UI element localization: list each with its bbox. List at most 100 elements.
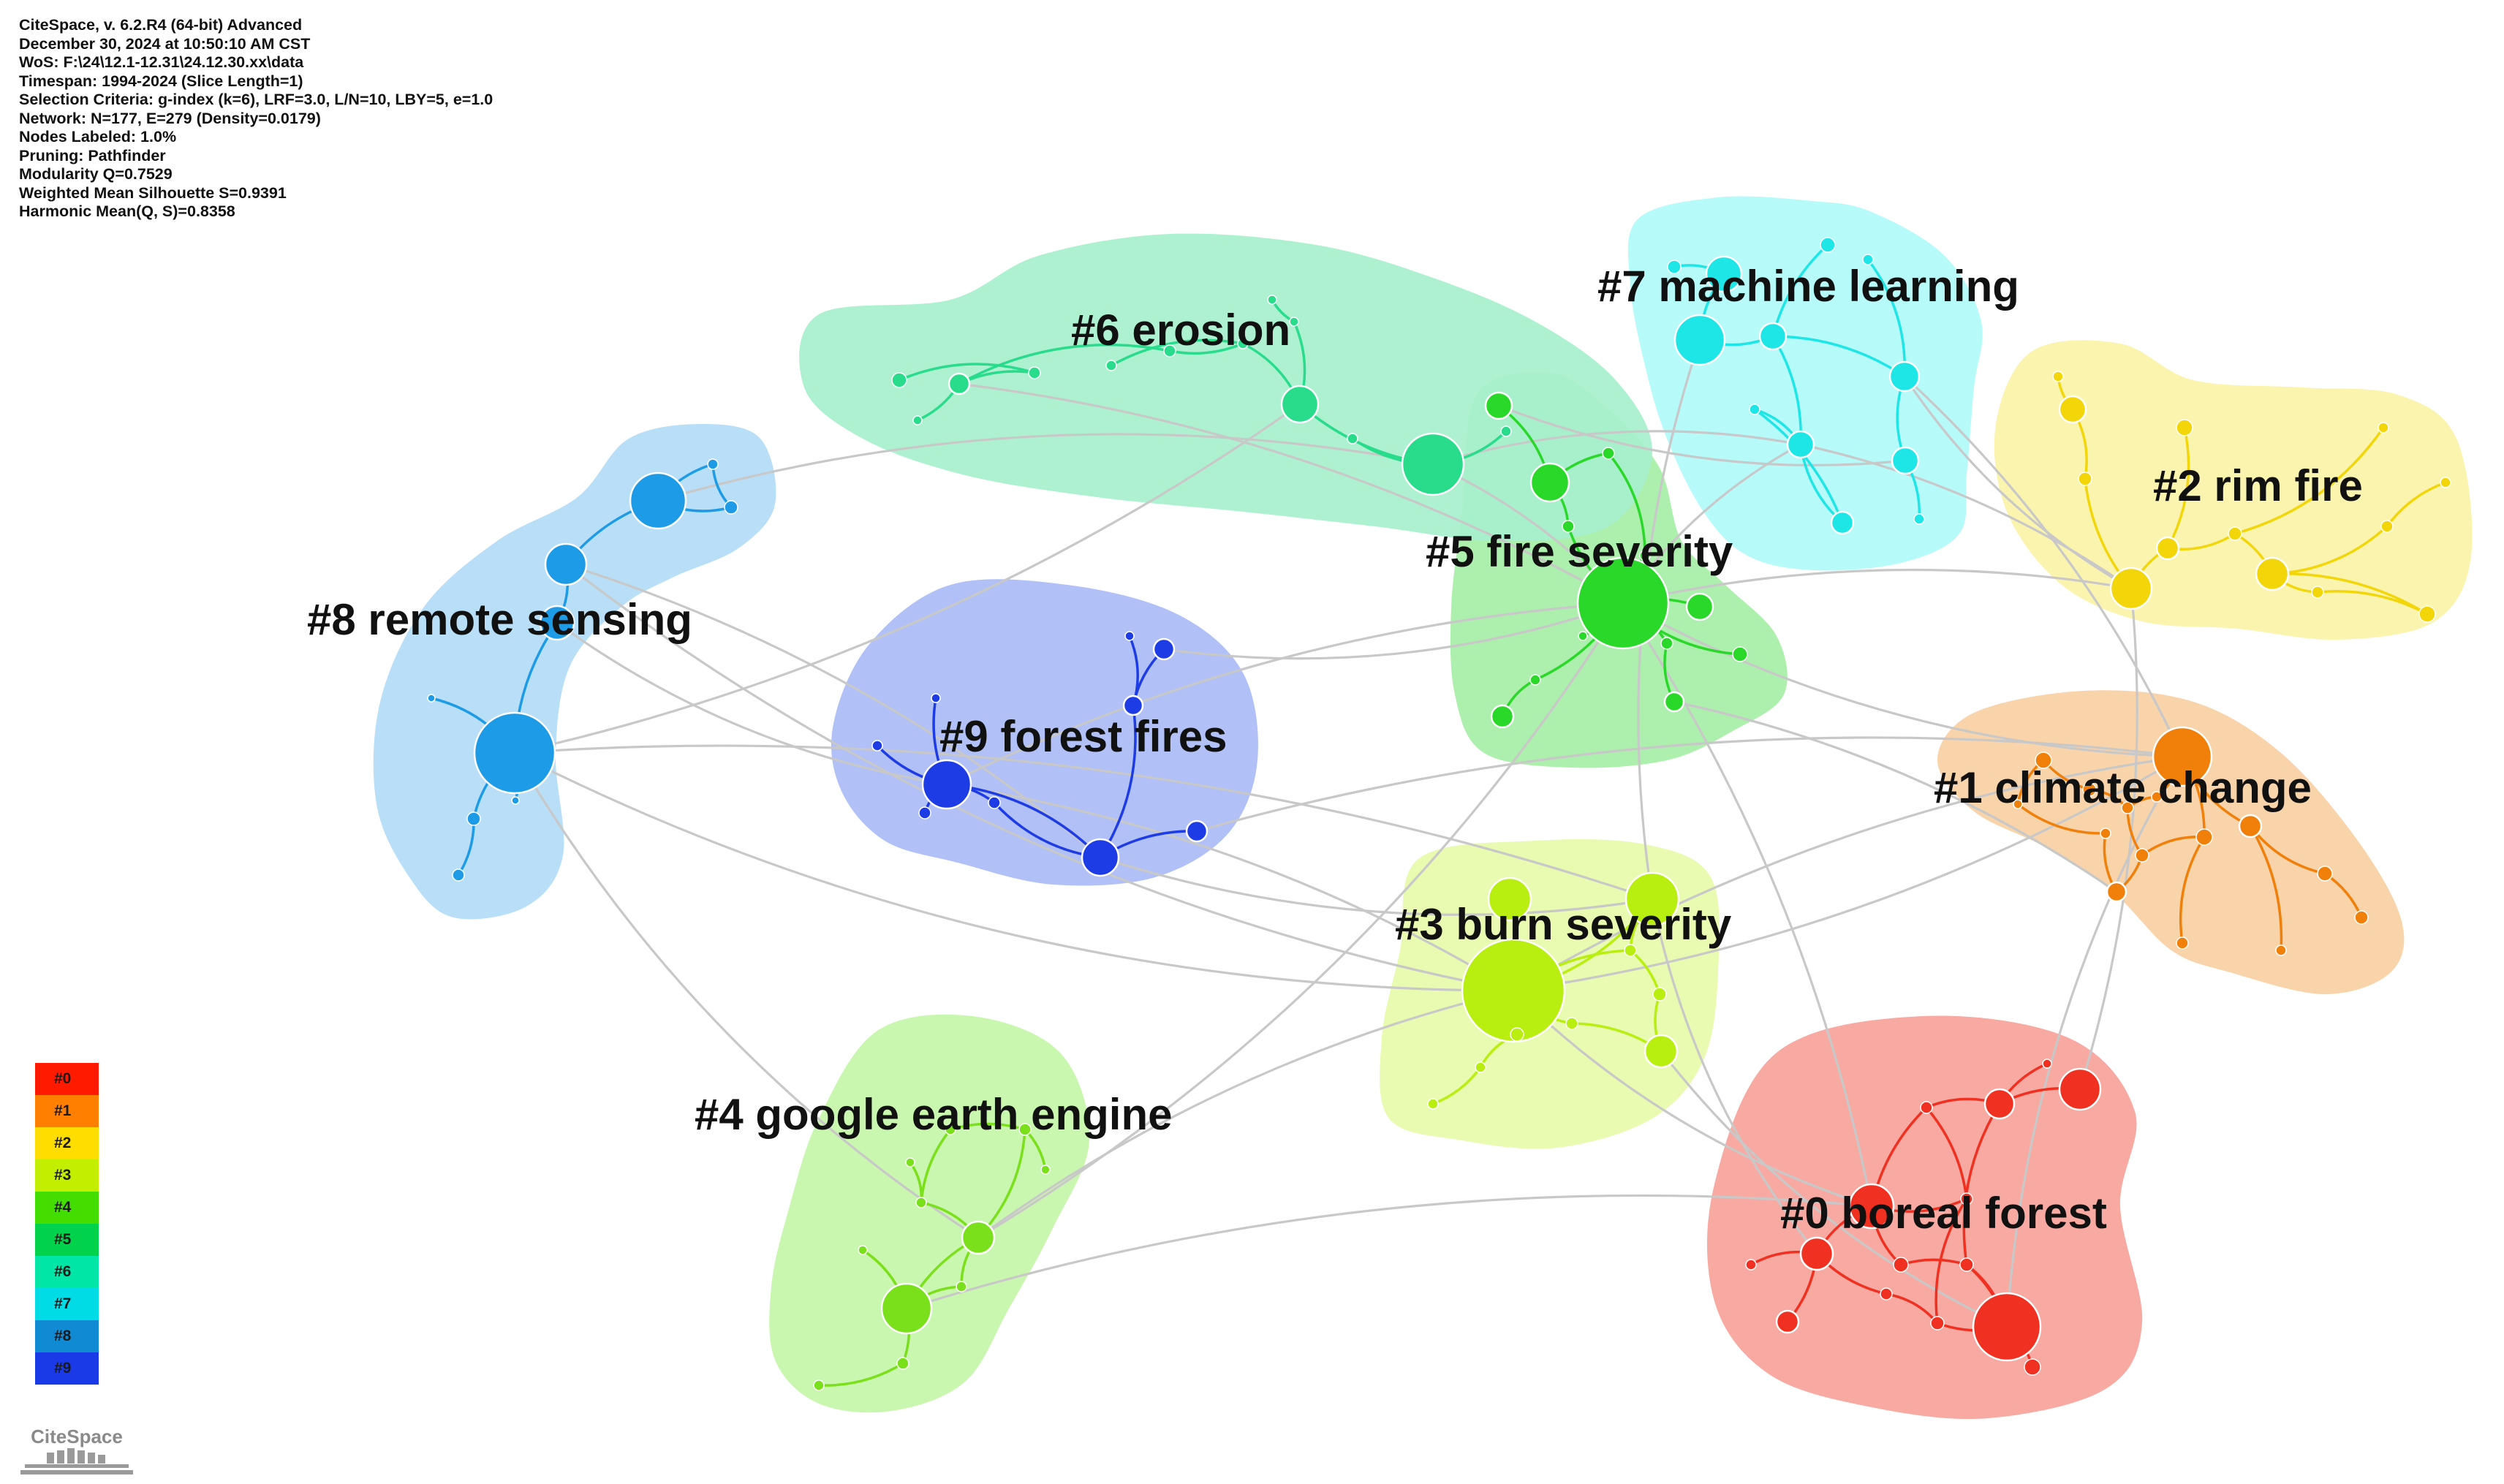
node-machine-learning[interactable] [1888,360,1921,393]
node-google-earth-engine[interactable] [1040,1165,1051,1175]
node-rim-fire[interactable] [2418,605,2436,623]
node-boreal-forest[interactable] [1972,1292,2042,1362]
node-forest-fires[interactable] [1122,694,1144,716]
node-fire-severity[interactable] [1529,674,1541,686]
node-boreal-forest[interactable] [1745,1259,1757,1271]
node-boreal-forest[interactable] [1959,1257,1974,1272]
cluster-label-fire-severity[interactable]: #5 fire severity [1426,527,1733,576]
node-climate-change[interactable] [2100,828,2111,839]
cluster-label-burn-severity[interactable]: #3 burn severity [1395,900,1732,949]
node-erosion[interactable] [891,372,907,388]
node-google-earth-engine[interactable] [1018,1123,1032,1136]
node-rim-fire[interactable] [2109,567,2153,610]
node-erosion[interactable] [1028,366,1041,379]
node-rim-fire[interactable] [2255,556,2290,591]
node-machine-learning[interactable] [1820,237,1836,253]
node-rim-fire[interactable] [2440,477,2451,488]
node-google-earth-engine[interactable] [956,1281,967,1292]
node-fire-severity[interactable] [1562,520,1575,533]
node-climate-change[interactable] [2121,801,2134,814]
cluster-label-forest-fires[interactable]: #9 forest fires [939,712,1228,761]
node-forest-fires[interactable] [871,740,883,752]
node-climate-change[interactable] [2238,814,2263,838]
node-machine-learning[interactable] [1758,322,1788,351]
node-machine-learning[interactable] [1830,510,1855,535]
node-burn-severity[interactable] [1644,1034,1679,1069]
node-fire-severity[interactable] [1685,592,1714,621]
node-remote-sensing[interactable] [629,472,687,530]
node-machine-learning[interactable] [1749,404,1760,415]
node-climate-change[interactable] [2106,881,2127,903]
cluster-label-google-earth-engine[interactable]: #4 google earth engine [695,1090,1172,1139]
node-forest-fires[interactable] [921,759,972,810]
node-fire-severity[interactable] [1578,631,1588,641]
node-burn-severity[interactable] [1427,1098,1439,1110]
node-boreal-forest[interactable] [1775,1309,1800,1334]
node-boreal-forest[interactable] [1960,1192,1973,1205]
node-rim-fire[interactable] [2228,526,2242,541]
node-remote-sensing[interactable] [539,605,575,641]
node-erosion[interactable] [1267,295,1277,305]
node-remote-sensing[interactable] [724,500,738,515]
node-forest-fires[interactable] [931,693,941,703]
node-fire-severity[interactable] [1660,637,1673,650]
node-google-earth-engine[interactable] [858,1245,868,1255]
node-climate-change[interactable] [2151,791,2163,803]
node-climate-change[interactable] [2354,910,2369,925]
node-erosion[interactable] [1347,433,1358,444]
node-erosion[interactable] [1500,425,1512,437]
node-fire-severity[interactable] [1529,462,1570,503]
node-rim-fire[interactable] [2378,422,2389,434]
node-burn-severity[interactable] [1510,1027,1524,1042]
node-climate-change[interactable] [2035,752,2052,769]
node-machine-learning[interactable] [1667,260,1682,274]
node-google-earth-engine[interactable] [813,1379,825,1391]
cluster-label-climate-change[interactable]: #1 climate change [1934,763,2312,812]
node-rim-fire[interactable] [2380,520,2394,533]
node-boreal-forest[interactable] [1893,1257,1909,1273]
node-boreal-forest[interactable] [1880,1287,1893,1301]
node-climate-change[interactable] [2275,944,2287,956]
node-rim-fire[interactable] [2058,395,2087,424]
node-burn-severity[interactable] [1475,1061,1486,1073]
node-forest-fires[interactable] [988,796,1001,809]
cluster-label-machine-learning[interactable]: #7 machine learning [1597,262,2019,311]
node-climate-change[interactable] [2176,936,2189,950]
node-erosion[interactable] [1105,360,1117,371]
node-machine-learning[interactable] [1913,513,1925,525]
node-boreal-forest[interactable] [1848,1183,1895,1230]
node-boreal-forest[interactable] [1983,1088,2016,1120]
node-erosion[interactable] [1280,385,1320,424]
node-erosion[interactable] [1237,338,1249,349]
node-climate-change[interactable] [2135,848,2149,863]
node-burn-severity[interactable] [1652,987,1667,1002]
node-forest-fires[interactable] [1124,631,1135,641]
node-fire-severity[interactable] [1484,391,1513,420]
node-fire-severity[interactable] [1602,447,1615,460]
node-erosion[interactable] [1401,432,1465,496]
node-fire-severity[interactable] [1490,704,1515,729]
node-climate-change[interactable] [2013,799,2023,809]
node-machine-learning[interactable] [1673,314,1726,366]
node-climate-change[interactable] [2195,828,2213,846]
cluster-label-boreal-forest[interactable]: #0 boreal forest [1780,1189,2107,1238]
node-forest-fires[interactable] [1152,637,1176,661]
node-remote-sensing[interactable] [511,796,520,805]
node-boreal-forest[interactable] [1930,1316,1945,1330]
node-rim-fire[interactable] [2052,371,2064,382]
node-boreal-forest[interactable] [2058,1067,2102,1111]
node-google-earth-engine[interactable] [905,1157,915,1167]
node-forest-fires[interactable] [918,806,931,819]
node-climate-change[interactable] [2152,726,2213,787]
node-boreal-forest[interactable] [1799,1236,1834,1271]
node-burn-severity[interactable] [1461,938,1566,1043]
node-fire-severity[interactable] [1639,550,1651,561]
node-remote-sensing[interactable] [452,868,465,882]
node-climate-change[interactable] [2082,782,2097,797]
node-fire-severity[interactable] [1732,646,1748,662]
node-forest-fires[interactable] [1185,819,1208,843]
node-boreal-forest[interactable] [2024,1358,2041,1376]
node-erosion[interactable] [912,415,923,425]
node-burn-severity[interactable] [1565,1017,1578,1030]
node-burn-severity[interactable] [1624,944,1637,957]
